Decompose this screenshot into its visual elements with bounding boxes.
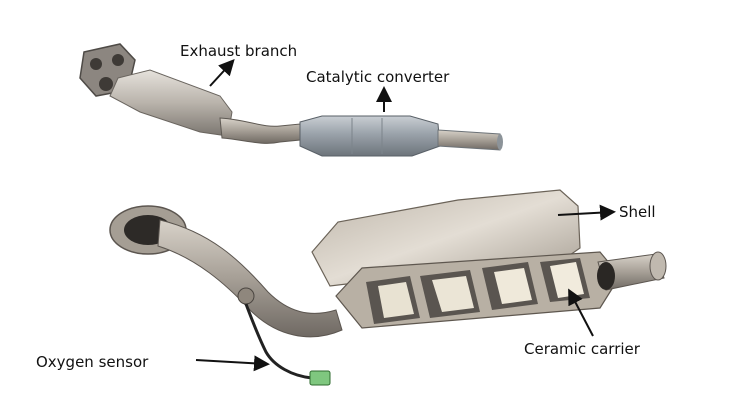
sensor-connector — [309, 370, 331, 386]
label-shell: Shell — [619, 203, 656, 221]
arrow-exhaust-branch — [209, 59, 235, 87]
label-oxygen-sensor: Oxygen sensor — [36, 353, 149, 371]
label-exhaust-branch: Exhaust branch — [180, 42, 298, 60]
sensor-boss — [237, 287, 255, 305]
arrow-shell — [557, 204, 616, 221]
arrow-oxygen-sensor — [195, 355, 270, 372]
inlet-pipe — [157, 219, 343, 338]
label-ceramic-carrier: Ceramic carrier — [524, 340, 640, 358]
ceramic-carrier — [366, 258, 590, 324]
annotation-arrows — [195, 59, 616, 372]
bottom-assembly — [109, 189, 667, 386]
twin-pipe — [219, 117, 301, 144]
top-assembly — [79, 43, 503, 157]
outlet-pipe — [437, 129, 501, 151]
catalytic-converter-body — [299, 115, 441, 157]
oxygen-sensor-wire — [244, 303, 313, 380]
exhaust-branch — [109, 69, 233, 137]
label-catalytic-converter: Catalytic converter — [306, 68, 450, 86]
arrow-ceramic-carrier — [568, 288, 594, 337]
